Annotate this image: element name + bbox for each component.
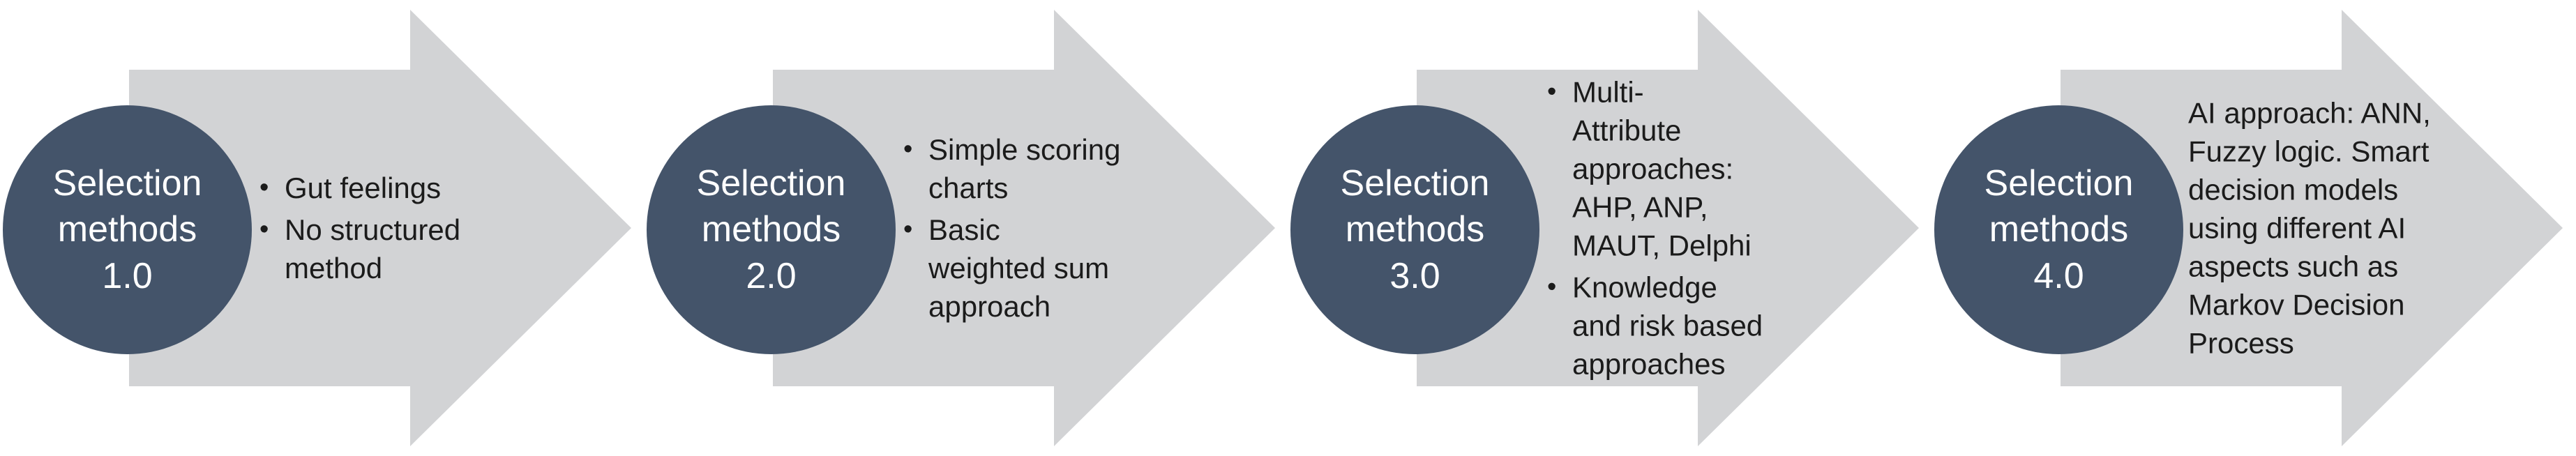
bullet-text: No structured method (285, 213, 461, 285)
bullet-marker: • (259, 215, 269, 245)
bullet-item: • Knowledge and risk based approaches (1547, 268, 1777, 383)
right-arrow-shape (2061, 10, 2563, 446)
stage-label: Selection methods 3.0 (1340, 162, 1490, 296)
right-arrow-shape (773, 10, 1275, 446)
stage-circle: Selection methods 3.0 (1290, 105, 1539, 354)
bullet-list: • Simple scoring charts • Basic weighted… (903, 127, 1140, 329)
bullet-text: Gut feelings (285, 171, 442, 204)
stage-3: Selection methods 3.0 • Multi- Attribute… (1288, 0, 1931, 456)
stage-circle: Selection methods 2.0 (647, 105, 896, 354)
bullet-text: Simple scoring charts (928, 132, 1121, 204)
stage-2: Selection methods 2.0 • Simple scoring c… (644, 0, 1288, 456)
bullet-marker: • (1547, 272, 1557, 302)
stage-1: Selection methods 1.0 • Gut feelings • N… (0, 0, 644, 456)
bullet-marker: • (259, 172, 269, 202)
bullet-item: • Simple scoring charts (903, 130, 1140, 207)
bullet-text: Knowledge and risk based approaches (1572, 271, 1763, 381)
bullet-list: • Gut feelings • No structured method (259, 165, 490, 291)
bullet-marker: • (903, 134, 913, 164)
bullet-marker: • (1547, 77, 1557, 107)
bullet-marker: • (903, 214, 913, 244)
bullet-item: • Basic weighted sum approach (903, 211, 1140, 326)
stage-label: Selection methods 1.0 (52, 162, 202, 296)
bullet-list: • Multi- Attribute approaches: AHP, ANP,… (1547, 69, 1777, 386)
right-arrow-shape (129, 10, 631, 446)
stage-4: Selection methods 4.0 AI approach: ANN, … (1931, 0, 2575, 456)
stage-description: AI approach: ANN, Fuzzy logic. Smart dec… (2188, 96, 2431, 360)
bullet-text: Multi- Attribute approaches: AHP, ANP, M… (1572, 75, 1752, 262)
bullet-item: • Gut feelings (259, 169, 490, 207)
bullet-item: • No structured method (259, 211, 490, 287)
bullet-item: • Multi- Attribute approaches: AHP, ANP,… (1547, 73, 1777, 264)
stage-label: Selection methods 2.0 (696, 162, 846, 296)
right-arrow-shape (1417, 10, 1919, 446)
bullet-text: Basic weighted sum approach (928, 213, 1110, 324)
stage-circle: Selection methods 4.0 (1934, 105, 2183, 354)
stage-label: Selection methods 4.0 (1984, 162, 2134, 296)
stage-circle: Selection methods 1.0 (3, 105, 252, 354)
